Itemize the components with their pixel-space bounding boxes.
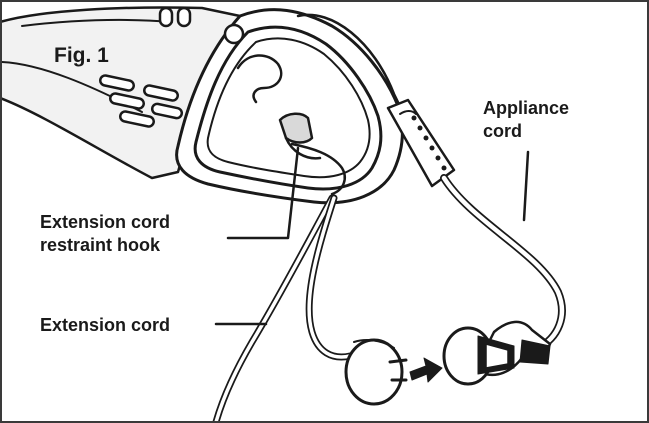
restraint-hook-label-line1: Extension cord (40, 212, 171, 232)
handle-outer (175, 8, 404, 205)
trimmer-body-shade (21, 18, 173, 27)
appliance-cord-label: Appliance cord (483, 97, 569, 143)
connect-arrow (409, 357, 443, 383)
leader-lines (214, 146, 530, 326)
appliance-plug (442, 320, 552, 386)
appliance-cord-label-line1: Appliance (483, 98, 570, 118)
cord-guard-dots (411, 115, 447, 171)
extension-plug (344, 338, 408, 406)
restraint-hook-label: Extension cord restraint hook (40, 211, 170, 257)
restraint-hook-label-line2: restraint hook (40, 235, 161, 255)
handle-inner-rim (193, 25, 383, 191)
handle-grip (236, 54, 283, 104)
cord-guard (386, 98, 456, 188)
restraint-hook (278, 112, 346, 196)
appliance-cord-label-line2: cord (483, 121, 523, 141)
figure-title: Fig. 1 (54, 44, 109, 67)
vent-slots (99, 6, 192, 128)
extension-cord-label: Extension cord (40, 315, 171, 335)
appliance-cord (440, 174, 566, 352)
